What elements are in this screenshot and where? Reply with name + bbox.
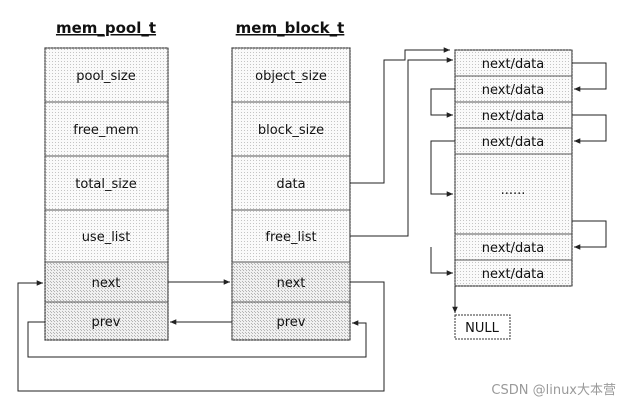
chain-link-more-5: [572, 220, 607, 250]
object-list: next/data next/data next/data next/data …: [454, 49, 573, 287]
mem-block-cell-free-list: [231, 209, 351, 263]
object-node-5-label: next/data: [482, 241, 544, 256]
mem-pool-cell-total-size: [44, 155, 169, 211]
mem-pool-title: mem_pool_t: [56, 19, 156, 37]
chain-link-1-2: [572, 62, 607, 92]
chain-link-4-more: [430, 140, 455, 197]
mem-block-field-block-size: block_size: [258, 123, 324, 138]
object-node-6-label: next/data: [482, 267, 544, 282]
object-node-2-label: next/data: [482, 83, 544, 98]
chain-link-2-3: [430, 88, 455, 118]
null-box: [454, 314, 511, 340]
free-list-pointer-arrow: [350, 57, 453, 237]
object-ellipsis-cell: [454, 153, 573, 235]
object-node-5: [454, 233, 573, 261]
mem-block-field-prev: prev: [276, 315, 305, 330]
mem-block-cell-next: [231, 261, 351, 303]
mem-pool-outline: [44, 47, 169, 341]
block-next-loop-arrow: [17, 280, 385, 392]
object-node-3-label: next/data: [482, 109, 544, 124]
object-node-4-label: next/data: [482, 135, 544, 150]
mem-block-field-object-size: object_size: [255, 69, 327, 84]
pool-prev-loop-arrow: [27, 320, 367, 358]
mem-block-outline: [231, 47, 351, 341]
mem-block-title: mem_block_t: [236, 19, 345, 37]
object-node-2: [454, 75, 573, 103]
chain-link-5-6: [430, 247, 453, 276]
mem-block-cell-block-size: [231, 101, 351, 157]
mem-pool-field-next: next: [92, 276, 121, 291]
mem-block-field-data: data: [276, 177, 305, 192]
chain-link-3-4: [572, 114, 607, 144]
object-node-1-label: next/data: [482, 57, 544, 72]
mem-block-struct: object_size block_size data free_list ne…: [231, 47, 351, 341]
object-node-3: [454, 101, 573, 129]
mem-pool-cell-use-list: [44, 209, 169, 263]
pointer-arrows: [17, 47, 453, 392]
mem-pool-cell-pool-size: [44, 47, 169, 103]
object-ellipsis: ......: [501, 183, 526, 198]
mem-block-field-next: next: [277, 276, 306, 291]
mem-pool-field-total-size: total_size: [75, 177, 136, 192]
mem-pool-cell-free-mem: [44, 101, 169, 157]
mem-pool-field-pool-size: pool_size: [76, 69, 135, 84]
mem-pool-struct: pool_size free_mem total_size use_list n…: [44, 47, 169, 341]
object-list-outline: [454, 49, 573, 287]
mem-pool-field-use-list: use_list: [82, 230, 131, 245]
data-pointer-arrow: [350, 47, 450, 184]
null-label: NULL: [465, 321, 499, 336]
mem-pool-field-prev: prev: [91, 315, 120, 330]
object-chain-links: [430, 62, 607, 313]
mem-block-field-free-list: free_list: [265, 230, 316, 245]
object-node-4: [454, 127, 573, 155]
mem-pool-field-free-mem: free_mem: [73, 123, 138, 138]
watermark: CSDN @linux大本营: [491, 383, 616, 398]
